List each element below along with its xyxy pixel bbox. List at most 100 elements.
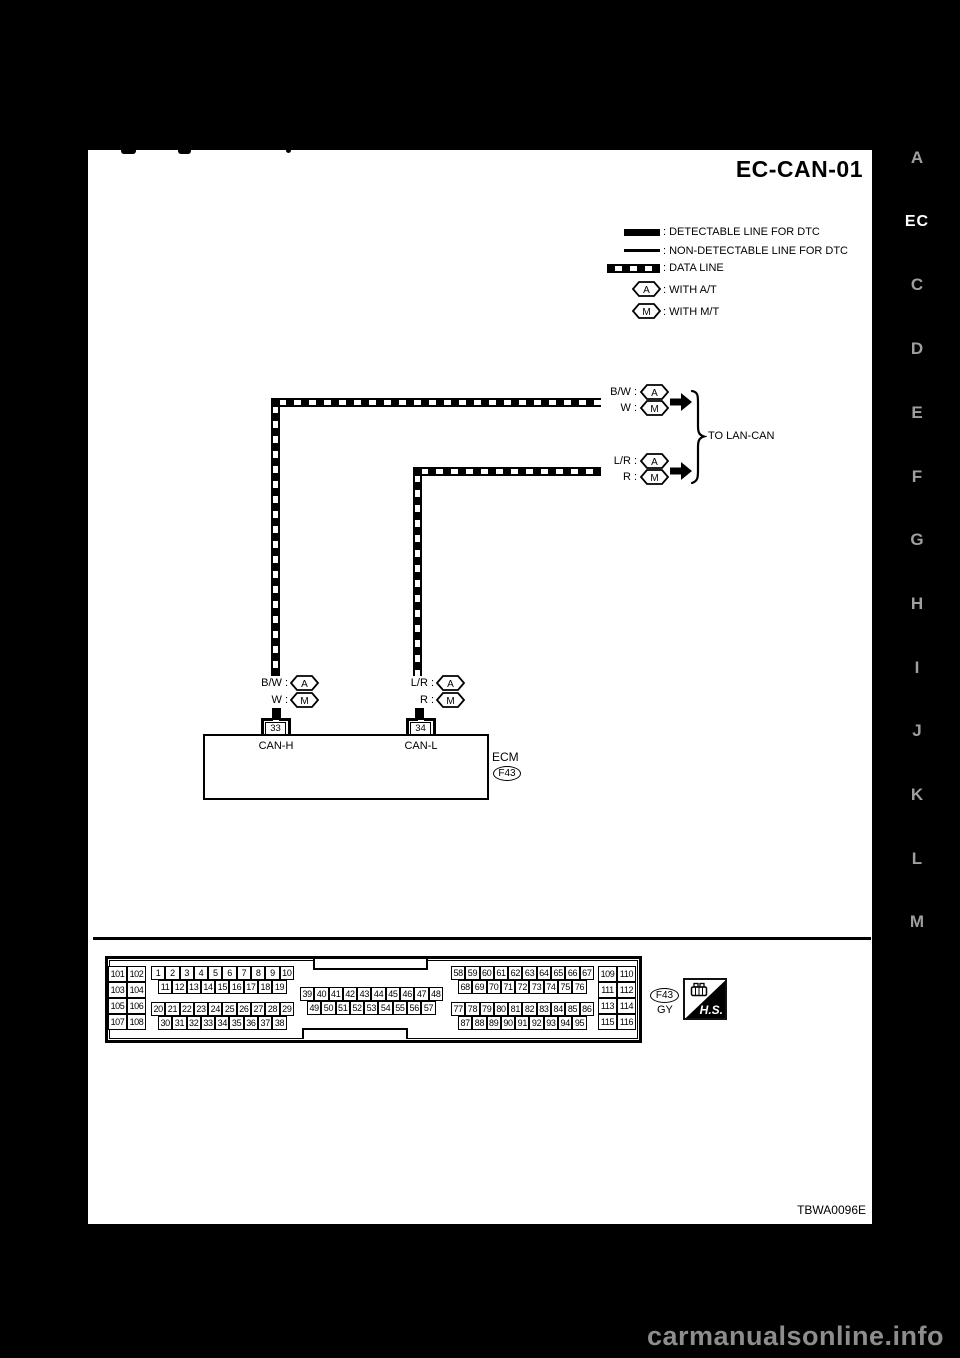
- pin-73: 73: [529, 980, 544, 994]
- side-tab-a: A: [910, 148, 924, 167]
- pin-56: 56: [407, 1001, 422, 1015]
- watermark-text: carmanualsonline.info: [646, 1321, 944, 1351]
- ecm-can-h-at-badge: A: [289, 675, 320, 691]
- lan-can-brace: [689, 389, 708, 489]
- ecm-pin-34-terminal: 34: [406, 718, 436, 736]
- pin-14: 14: [200, 980, 216, 994]
- pin-53: 53: [364, 1001, 379, 1015]
- ecm-label: ECM: [492, 750, 519, 764]
- pin-89: 89: [486, 1016, 501, 1030]
- pin-90: 90: [500, 1016, 516, 1030]
- pin-83: 83: [536, 1002, 552, 1016]
- pin-38: 38: [272, 1016, 287, 1030]
- pin-42: 42: [342, 987, 358, 1001]
- pin-82: 82: [522, 1002, 537, 1016]
- cropped-text-remnant: [121, 150, 136, 154]
- pin-15: 15: [215, 980, 230, 994]
- pin-43: 43: [357, 987, 372, 1001]
- pin-8: 8: [251, 966, 266, 980]
- can-l-data-line-horizontal: [413, 467, 601, 476]
- pin-110: 110: [617, 966, 636, 982]
- side-tab-k: K: [910, 785, 924, 804]
- pin-115: 115: [598, 1014, 617, 1030]
- pin-87: 87: [458, 1016, 473, 1030]
- pin-67: 67: [579, 966, 594, 980]
- connector-icon: [688, 982, 710, 1003]
- side-tab-c: C: [910, 275, 924, 295]
- pin-16: 16: [229, 980, 244, 994]
- pin-3: 3: [179, 966, 194, 980]
- can-h-at-badge: A: [639, 384, 670, 400]
- pin-62: 62: [508, 966, 523, 980]
- svg-text:M: M: [650, 404, 658, 415]
- pin-95: 95: [572, 1016, 587, 1030]
- can-h-signal-label: CAN-H: [258, 740, 294, 752]
- pin-78: 78: [465, 1002, 480, 1016]
- can-h-mt-badge: M: [639, 400, 670, 416]
- pin-108: 108: [127, 1014, 146, 1030]
- pin-33: 33: [200, 1016, 216, 1030]
- pin-59: 59: [465, 966, 480, 980]
- pin-41: 41: [328, 987, 343, 1001]
- pin-9: 9: [265, 966, 280, 980]
- ecm-can-l-mt-color-label: R :: [419, 694, 434, 706]
- pin-106: 106: [127, 998, 146, 1014]
- pin-17: 17: [243, 980, 259, 994]
- pin-81: 81: [508, 1002, 523, 1016]
- side-tab-d: D: [910, 339, 924, 359]
- pin-92: 92: [529, 1016, 544, 1030]
- pin-60: 60: [479, 966, 494, 980]
- pin-20: 20: [151, 1002, 166, 1016]
- pin-7: 7: [236, 966, 252, 980]
- pin-13: 13: [186, 980, 201, 994]
- pin-33-number: 33: [265, 722, 286, 735]
- can-h-data-line-vertical: [271, 398, 280, 676]
- can-h-at-color-label: B/W :: [610, 386, 637, 398]
- pin-86: 86: [579, 1002, 594, 1016]
- pin-29: 29: [279, 1002, 294, 1016]
- ecm-can-l-mt-badge: M: [435, 692, 466, 708]
- pin-22: 22: [179, 1002, 194, 1016]
- pin-91: 91: [515, 1016, 530, 1030]
- pin-112: 112: [617, 982, 636, 998]
- can-l-wire-stub: [415, 708, 424, 720]
- side-tab-l: L: [911, 848, 923, 868]
- pin-6: 6: [222, 966, 237, 980]
- pin-70: 70: [486, 980, 501, 994]
- pin-109: 109: [598, 966, 617, 982]
- pin-71: 71: [500, 980, 516, 994]
- page-title: EC-CAN-01: [735, 156, 863, 182]
- legend-at-badge: A: [631, 281, 662, 297]
- can-l-mt-badge: M: [639, 469, 670, 485]
- pin-5: 5: [208, 966, 223, 980]
- legend-with-mt-label: : WITH M/T: [663, 306, 720, 318]
- pin-80: 80: [493, 1002, 509, 1016]
- side-tab-f: F: [911, 466, 923, 486]
- pin-63: 63: [522, 966, 537, 980]
- ecm-pin-33-terminal: 33: [261, 718, 291, 736]
- pin-55: 55: [392, 1001, 408, 1015]
- pin-61: 61: [493, 966, 509, 980]
- can-l-mt-color-label: R :: [622, 471, 637, 483]
- pin-74: 74: [543, 980, 559, 994]
- connector-id-badge: F43: [650, 988, 679, 1003]
- ecm-can-h-mt-color-label: W :: [271, 694, 289, 706]
- cropped-text-remnant: [178, 150, 191, 154]
- ecm-box: [203, 734, 489, 800]
- pin-10: 10: [279, 966, 294, 980]
- pin-48: 48: [428, 987, 443, 1001]
- legend-non-detectable-line-label: : NON-DETECTABLE LINE FOR DTC: [663, 245, 848, 257]
- pin-2: 2: [165, 966, 180, 980]
- pin-40: 40: [314, 987, 329, 1001]
- ecm-can-l-at-badge: A: [435, 675, 466, 691]
- pin-116: 116: [617, 1014, 636, 1030]
- can-h-mt-color-label: W :: [620, 402, 638, 414]
- pin-26: 26: [236, 1002, 252, 1016]
- pin-66: 66: [565, 966, 580, 980]
- pin-79: 79: [479, 1002, 494, 1016]
- pin-93: 93: [543, 1016, 559, 1030]
